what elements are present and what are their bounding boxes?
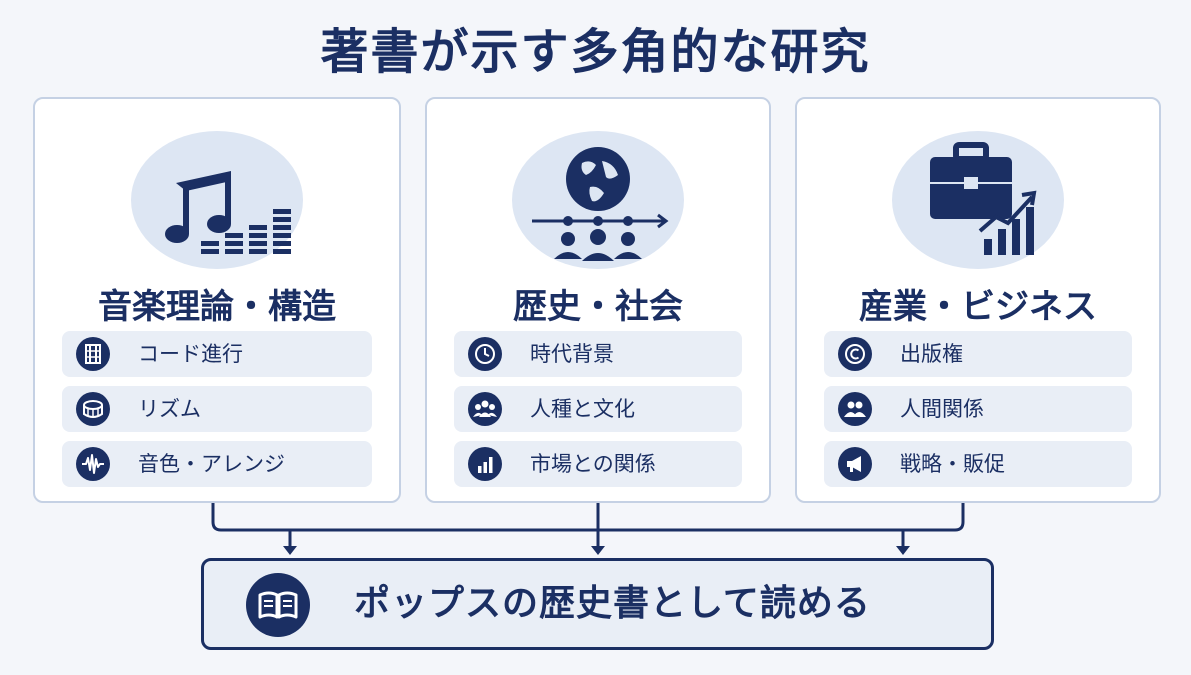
- list-item: 市場との関係: [454, 441, 742, 487]
- conclusion-label: ポップスの歴史書として読める: [354, 583, 871, 624]
- megaphone-icon: [838, 447, 872, 481]
- list-item: コード進行: [62, 331, 372, 377]
- panel-industry-business: 産業・ビジネス 出版権 人間関係 戦略・販促: [795, 97, 1161, 503]
- briefcase-growth-icon: [892, 131, 1064, 269]
- item-label: 戦略・販促: [900, 452, 1005, 476]
- conclusion-box: ポップスの歴史書として読める: [201, 558, 994, 650]
- open-book-icon: [246, 573, 310, 637]
- panel-music-theory: 音楽理論・構造 コード進行 リズム 音色・アレンジ: [33, 97, 401, 503]
- bar-chart-icon: [468, 447, 502, 481]
- drum-icon: [76, 392, 110, 426]
- list-item: 人間関係: [824, 386, 1132, 432]
- list-item: リズム: [62, 386, 372, 432]
- connector-bracket: [211, 503, 965, 532]
- list-item: 人種と文化: [454, 386, 742, 432]
- item-label: リズム: [138, 397, 201, 421]
- item-label: 出版権: [900, 342, 963, 366]
- item-label: コード進行: [138, 342, 243, 366]
- item-label: 時代背景: [530, 342, 614, 366]
- list-item: 時代背景: [454, 331, 742, 377]
- page-title: 著書が示す多角的な研究: [320, 24, 871, 80]
- clock-icon: [468, 337, 502, 371]
- panel-title: 音楽理論・構造: [98, 287, 336, 327]
- arrow-head-left: [283, 546, 297, 555]
- list-item: 音色・アレンジ: [62, 441, 372, 487]
- panel-title: 歴史・社会: [513, 287, 683, 327]
- list-item: 戦略・販促: [824, 441, 1132, 487]
- item-label: 人間関係: [900, 397, 984, 421]
- item-label: 市場との関係: [530, 452, 656, 476]
- copyright-icon: [838, 337, 872, 371]
- group-icon: [468, 392, 502, 426]
- people-pair-icon: [838, 392, 872, 426]
- globe-timeline-people-icon: [512, 131, 684, 269]
- arrow-head-center: [591, 546, 605, 555]
- item-label: 音色・アレンジ: [138, 452, 285, 476]
- waveform-icon: [76, 447, 110, 481]
- film-strip-icon: [76, 337, 110, 371]
- item-label: 人種と文化: [530, 397, 635, 421]
- panel-history-society: 歴史・社会 時代背景 人種と文化 市場との関係: [425, 97, 771, 503]
- list-item: 出版権: [824, 331, 1132, 377]
- panel-title: 産業・ビジネス: [859, 287, 1097, 327]
- arrow-head-right: [896, 546, 910, 555]
- music-equalizer-icon: [131, 131, 303, 269]
